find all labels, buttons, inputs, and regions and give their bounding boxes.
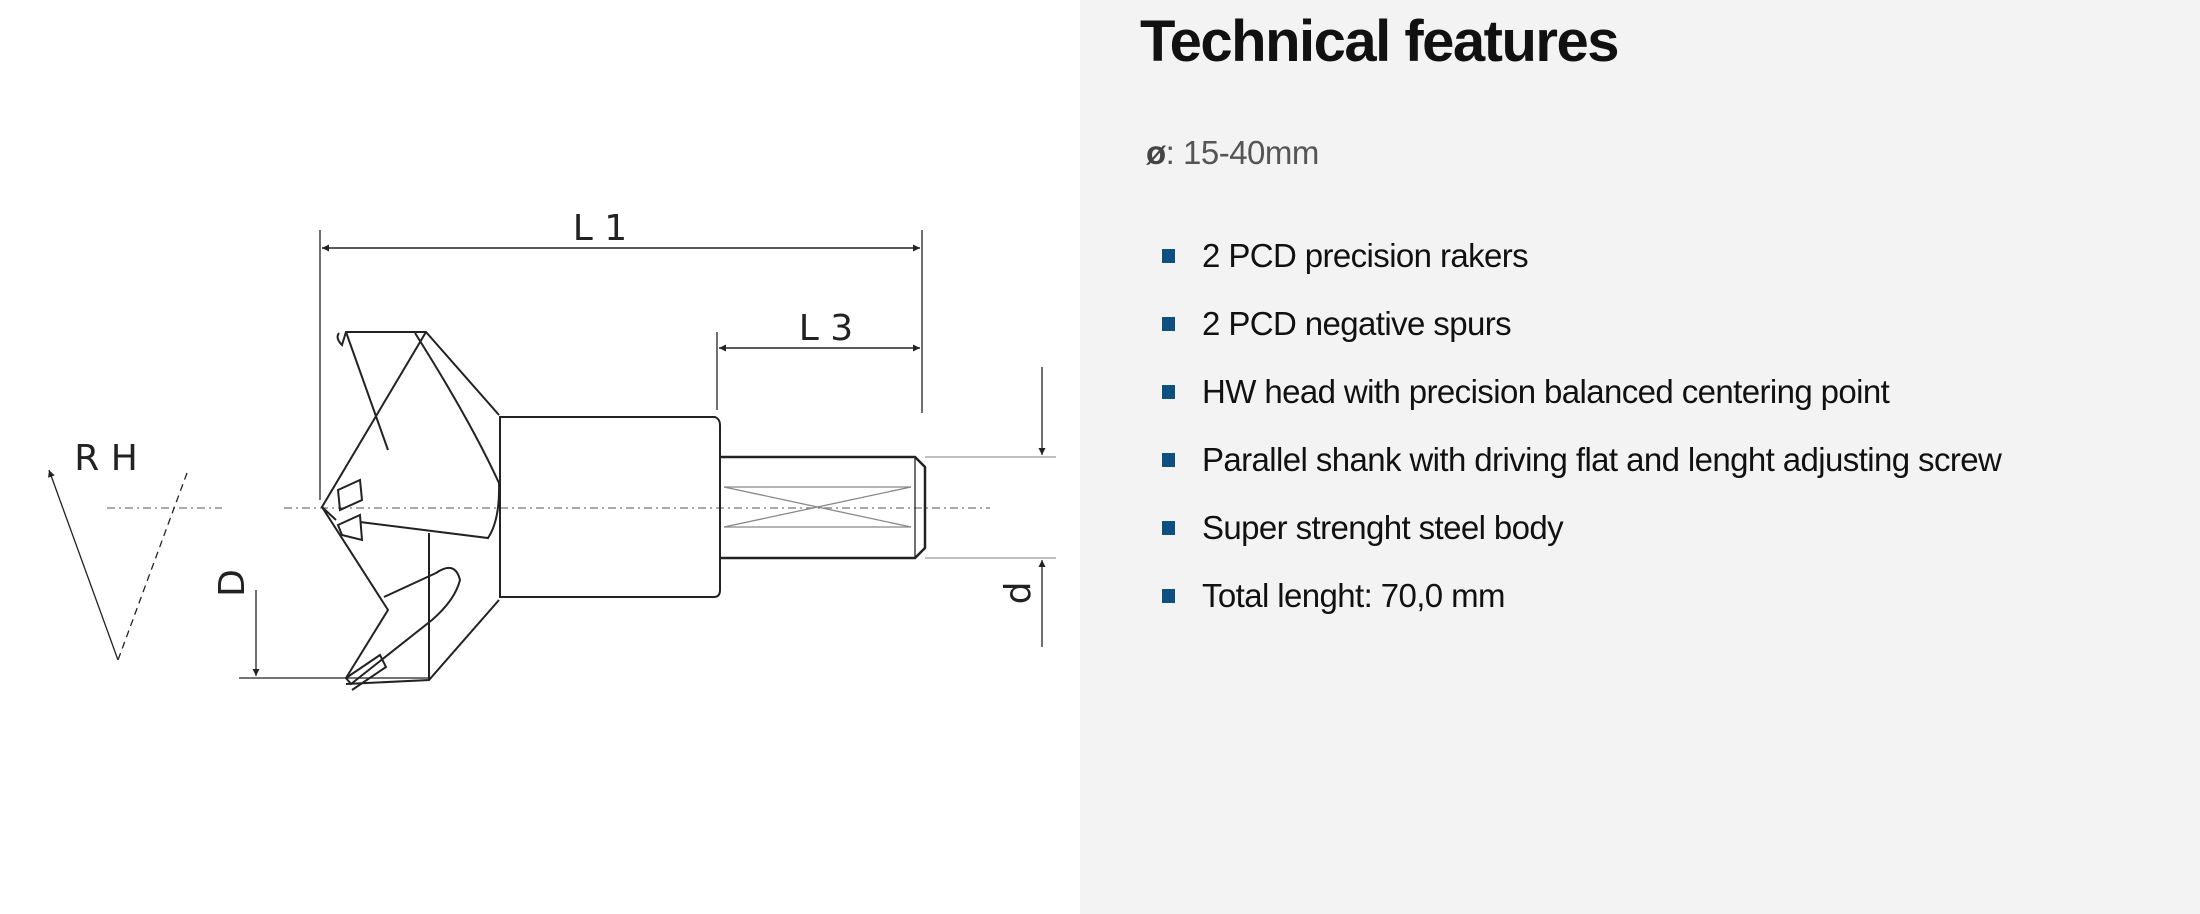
- feature-text: Super strenght steel body: [1202, 509, 1564, 546]
- drill-body: [499, 416, 927, 598]
- technical-features-panel: Technical features ø: 15-40mm 2 PCD prec…: [1080, 0, 2200, 914]
- list-item: 2 PCD negative spurs: [1162, 290, 2001, 358]
- feature-text: Total lenght: 70,0 mm: [1202, 577, 1506, 614]
- d-label: d: [998, 582, 1039, 605]
- l3-label: L 3: [799, 308, 853, 349]
- list-item: Parallel shank with driving flat and len…: [1162, 426, 2002, 494]
- feature-text: HW head with precision balanced centerin…: [1202, 373, 1890, 410]
- list-item: HW head with precision balanced centerin…: [1162, 358, 2001, 426]
- feature-text: 2 PCD precision rakers: [1202, 237, 1529, 274]
- list-item: 2 PCD precision rakers: [1162, 222, 2001, 290]
- rh-label: R H: [74, 438, 138, 479]
- technical-drawing-panel: L 1 L 3 R H D d: [0, 0, 1080, 914]
- feature-text: 2 PCD negative spurs: [1202, 305, 1512, 342]
- rh-rotation-indicator: [48, 469, 188, 661]
- diameter-range: ø: 15-40mm: [1146, 134, 1319, 172]
- d-dimension: [925, 367, 1056, 647]
- section-title: Technical features: [1140, 9, 1620, 74]
- list-item: Total lenght: 70,0 mm: [1162, 562, 2001, 630]
- l1-label: L 1: [573, 208, 627, 249]
- bullet-icon: [1162, 521, 1175, 535]
- l3-dimension: [716, 332, 920, 410]
- drill-head: [320, 331, 501, 691]
- l1-dimension: [319, 230, 923, 500]
- bullet-icon: [1162, 589, 1175, 603]
- D-label: D: [212, 569, 253, 597]
- feature-list: 2 PCD precision rakers 2 PCD negative sp…: [1162, 222, 2002, 630]
- bullet-icon: [1162, 249, 1175, 263]
- bullet-icon: [1162, 385, 1175, 399]
- diameter-symbol: ø: [1146, 134, 1166, 171]
- feature-text: Parallel shank with driving flat and len…: [1202, 441, 2002, 478]
- bullet-icon: [1162, 453, 1175, 467]
- diameter-value: : 15-40mm: [1165, 134, 1320, 171]
- D-dimension: [239, 590, 429, 679]
- drill-bit-technical-drawing: L 1 L 3 R H D d: [48, 208, 1056, 691]
- bullet-icon: [1162, 317, 1175, 331]
- list-item: Super strenght steel body: [1162, 494, 2001, 562]
